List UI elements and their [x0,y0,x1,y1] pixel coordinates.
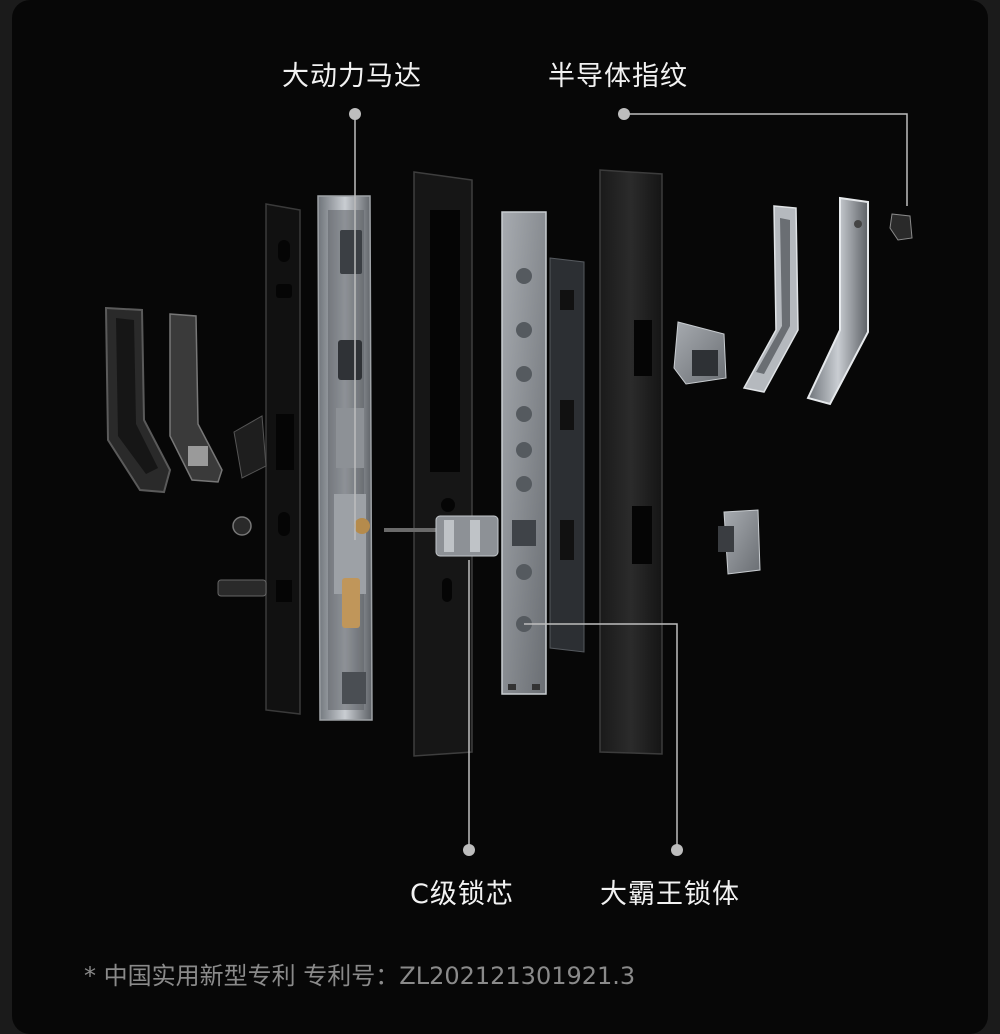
patent-footnote: * 中国实用新型专利 专利号：ZL202121301921.3 [84,962,636,990]
motor-housing [317,195,373,721]
motor-label: 大动力马达 [282,61,422,92]
handle-plate [169,313,223,483]
fingerprint-callout-dot [618,108,630,120]
fingerprint-module [673,321,727,385]
rear-latch-block [718,509,761,575]
lock-frame [413,171,473,757]
cylinder-label: C级锁芯 [410,879,514,910]
lock-body-label: 大霸王锁体 [600,879,740,910]
rear-panel [599,169,663,755]
lock-body-callout-dot [671,844,683,856]
motor-callout-dot [349,108,361,120]
exploded-lock-illustration [104,108,913,856]
outer-front-panel [265,203,301,715]
leader-lines [354,113,908,850]
handle-back-bracket [104,306,172,494]
lock-cylinder [384,515,499,557]
steel-faceplate [501,211,547,695]
fingerprint-label: 半导体指纹 [548,61,688,92]
fingerprint-sensor-cap [889,213,913,241]
cylinder-callout-dot [463,844,475,856]
mortise-lock-body [549,257,585,653]
product-exploded-view: 大动力马达 半导体指纹 C级锁芯 大霸王锁体 * 中国实用新型专利 专利号：ZL… [12,0,988,1034]
inner-handle-frame [742,205,799,393]
inner-handle [806,196,869,406]
